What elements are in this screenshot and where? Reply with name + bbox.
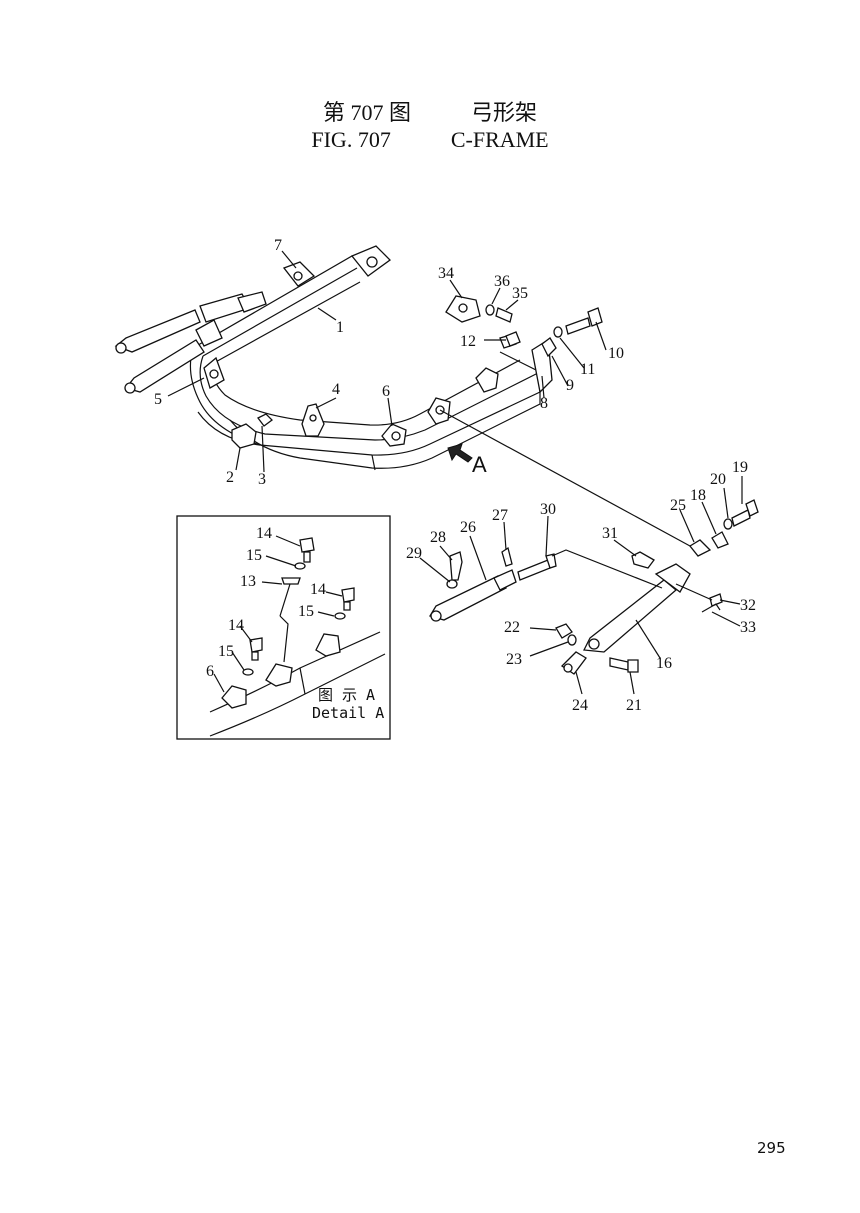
callout-7: 7 bbox=[274, 237, 282, 254]
callout-25: 25 bbox=[670, 497, 686, 514]
nut-22 bbox=[555, 623, 573, 639]
callout-26: 26 bbox=[460, 519, 476, 536]
callout-36: 36 bbox=[494, 273, 510, 290]
figure-name-en: C-FRAME bbox=[450, 127, 549, 152]
callout-12: 12 bbox=[460, 333, 476, 350]
detail-callout-13: 13 bbox=[240, 573, 256, 590]
cotter-33 bbox=[701, 603, 721, 613]
bracket-5 bbox=[203, 356, 225, 389]
callout-31: 31 bbox=[602, 525, 618, 542]
page-number: 295 bbox=[757, 1139, 786, 1157]
cylinder-lower bbox=[124, 319, 223, 394]
bracket-7 bbox=[282, 261, 316, 287]
washer-20 bbox=[723, 518, 733, 530]
callout-5: 5 bbox=[154, 391, 162, 408]
plate-34 bbox=[445, 295, 481, 323]
block-2 bbox=[231, 423, 257, 449]
cylinder-upper bbox=[114, 291, 267, 354]
callouts: 7 1 5 4 6 2 3 34 36 35 12 8 9 11 10 A 19… bbox=[154, 237, 756, 722]
callout-19: 19 bbox=[732, 459, 748, 476]
callout-35: 35 bbox=[512, 285, 528, 302]
callout-23: 23 bbox=[506, 651, 522, 668]
detail-label-cn: 图 示 A bbox=[318, 686, 375, 704]
callout-2: 2 bbox=[226, 469, 234, 486]
figure-title-cn: 第 707 图 弓形架 bbox=[0, 95, 860, 127]
view-arrow-a bbox=[447, 443, 473, 463]
nut-3 bbox=[257, 413, 273, 427]
detail-a-box bbox=[176, 515, 391, 740]
callout-33: 33 bbox=[740, 619, 756, 636]
bolt-19 bbox=[731, 499, 759, 527]
detail-callout-15-left: 15 bbox=[218, 643, 234, 660]
rod-16 bbox=[582, 563, 691, 653]
callout-21: 21 bbox=[626, 697, 642, 714]
routing-lines bbox=[439, 409, 713, 601]
figure-name-cn: 弓形架 bbox=[471, 100, 538, 125]
fitting-27 bbox=[501, 546, 513, 567]
callout-1: 1 bbox=[336, 319, 344, 336]
bolt-35 bbox=[495, 307, 513, 323]
bracket-6 bbox=[381, 423, 407, 447]
callout-29: 29 bbox=[406, 545, 422, 562]
detail-callout-6: 6 bbox=[206, 663, 214, 680]
bracket-mid bbox=[427, 397, 451, 425]
washer-11 bbox=[553, 326, 563, 338]
figure-number-en: FIG. 707 bbox=[311, 127, 391, 152]
bolt-10 bbox=[565, 307, 603, 335]
bolt-28 bbox=[449, 551, 463, 581]
bolt-21 bbox=[609, 657, 639, 673]
detail-callout-15-top: 15 bbox=[246, 547, 262, 564]
callout-10: 10 bbox=[608, 345, 624, 362]
callout-20: 20 bbox=[710, 471, 726, 488]
callout-30: 30 bbox=[540, 501, 556, 518]
callout-a: A bbox=[472, 452, 487, 477]
clamp-18 bbox=[711, 531, 729, 549]
detail-callout-14-left: 14 bbox=[228, 617, 244, 634]
callout-9: 9 bbox=[566, 377, 574, 394]
figure-title-en: FIG. 707 C-FRAME bbox=[0, 127, 860, 153]
washer-36 bbox=[485, 304, 495, 316]
callout-32: 32 bbox=[740, 597, 756, 614]
pin-31 bbox=[631, 551, 655, 569]
callout-18: 18 bbox=[690, 487, 706, 504]
figure-number-cn: 第 707 图 bbox=[322, 100, 411, 125]
callout-4: 4 bbox=[332, 381, 340, 398]
callout-11: 11 bbox=[580, 361, 595, 378]
callout-27: 27 bbox=[492, 507, 508, 524]
detail-label-en: Detail A bbox=[312, 704, 384, 722]
washer-23 bbox=[567, 634, 577, 646]
bolt-30 bbox=[517, 553, 557, 581]
leader-lines bbox=[167, 250, 743, 695]
detail-callout-14-top: 14 bbox=[256, 525, 272, 542]
callout-24: 24 bbox=[572, 697, 588, 714]
callout-6: 6 bbox=[382, 383, 390, 400]
callout-34: 34 bbox=[438, 265, 454, 282]
callout-8: 8 bbox=[540, 395, 548, 412]
pin-32 bbox=[709, 593, 723, 607]
detail-callout-14-right: 14 bbox=[310, 581, 326, 598]
rod-end-24 bbox=[560, 651, 587, 675]
nut-12 bbox=[505, 331, 521, 347]
callout-28: 28 bbox=[430, 529, 446, 546]
callout-22: 22 bbox=[504, 619, 520, 636]
clamp-9 bbox=[541, 337, 557, 358]
bracket-4 bbox=[301, 403, 325, 437]
detail-callout-15-right: 15 bbox=[298, 603, 314, 620]
callout-3: 3 bbox=[258, 471, 266, 488]
callout-16: 16 bbox=[656, 655, 672, 672]
rod-26 bbox=[429, 569, 517, 622]
fitting-25 bbox=[689, 539, 712, 557]
